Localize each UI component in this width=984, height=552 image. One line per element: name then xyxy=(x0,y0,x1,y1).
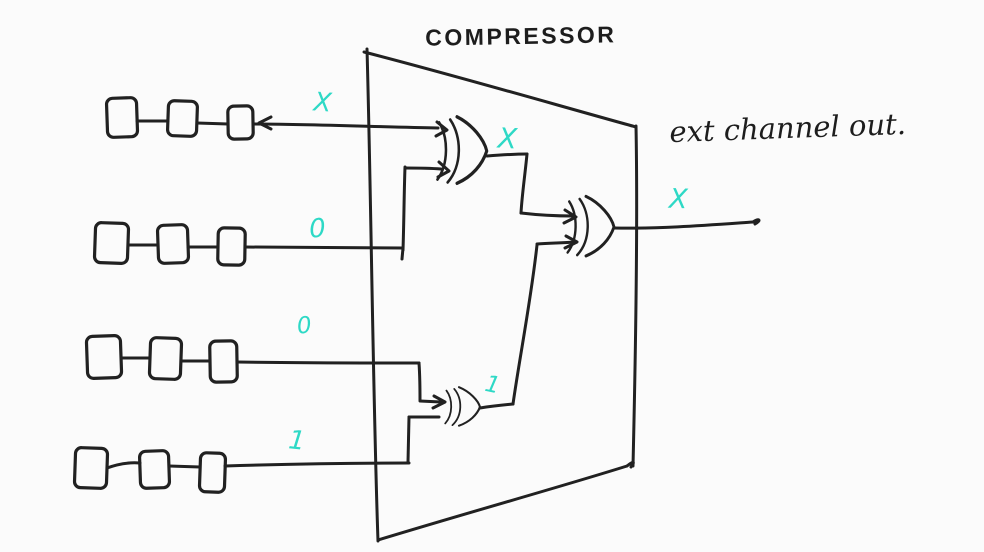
register-cell xyxy=(197,451,228,494)
signal-label-row3: 0 xyxy=(296,312,313,339)
register-cell xyxy=(226,104,255,141)
register-cell xyxy=(155,223,191,265)
register-cell xyxy=(137,449,172,490)
shift-register-row-3 xyxy=(84,334,447,410)
output-note: ext channel out. xyxy=(669,107,907,149)
signal-label-gate-bottom-out: 1 xyxy=(483,371,503,399)
arrowhead xyxy=(431,394,447,410)
signal-label-row2: 0 xyxy=(308,213,327,244)
xor-gate-bottom xyxy=(444,386,482,427)
arrowhead xyxy=(563,234,579,250)
arrowhead xyxy=(257,115,273,131)
register-cell xyxy=(104,96,140,139)
wire-row3 xyxy=(235,360,421,365)
register-cell xyxy=(84,334,124,380)
title-compressor: COMPRESSOR xyxy=(425,21,617,50)
signal-label-row1: X xyxy=(311,87,334,118)
register-cell xyxy=(208,339,239,384)
shift-register-row-1 xyxy=(104,96,449,141)
wire-row2 xyxy=(243,245,405,250)
signal-label-gate-top-out: X xyxy=(495,121,519,155)
register-cell xyxy=(165,99,199,138)
wire-row4 xyxy=(223,461,411,468)
shift-register-row-2 xyxy=(92,160,451,267)
register-cell xyxy=(92,221,131,265)
shift-register-row-4 xyxy=(72,415,441,494)
signal-label-row4: 1 xyxy=(287,425,307,457)
internal-wires xyxy=(478,152,761,410)
arrowhead xyxy=(562,208,578,225)
register-cell xyxy=(147,336,184,381)
register-cell xyxy=(216,226,247,267)
signal-label-final-out: X xyxy=(667,184,689,216)
register-cell xyxy=(72,446,110,490)
wire-row1 xyxy=(251,122,440,130)
compressor-block-outline xyxy=(362,47,639,543)
xor-gate-final xyxy=(566,194,616,258)
wire-final-output xyxy=(612,220,755,230)
